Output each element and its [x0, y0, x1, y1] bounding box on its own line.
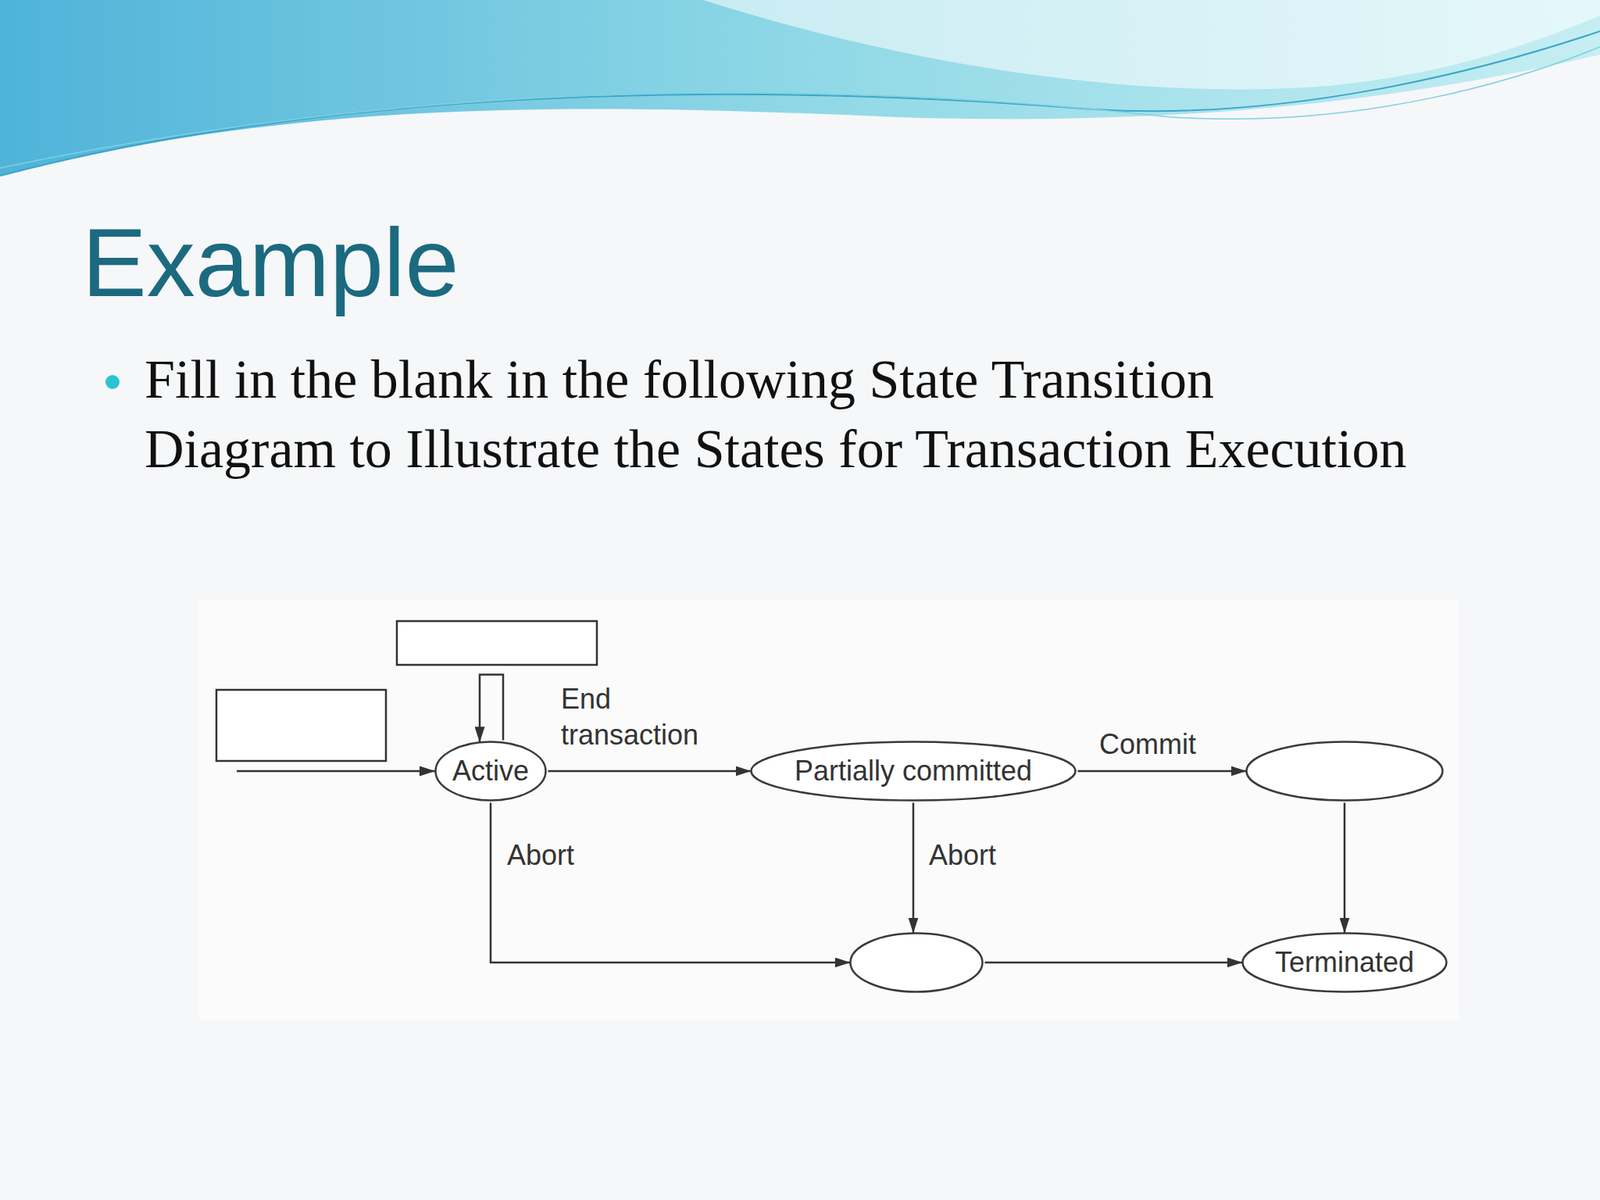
header-swoosh [703, 0, 1600, 90]
ellipse-border [435, 742, 547, 801]
transition-arrow [1078, 770, 1247, 773]
ellipse-outline [849, 932, 984, 993]
transition-label: Abort [504, 837, 577, 874]
transition-arrow [490, 803, 851, 964]
transition-arrow [548, 770, 752, 773]
ellipse-outline [1245, 740, 1444, 802]
state-name: Active [452, 754, 529, 788]
bullet-text: Fill in the blank in the following State… [144, 344, 1411, 484]
ellipse-border [751, 742, 1076, 801]
state-text-group: Partially committed [794, 754, 1033, 788]
ellipse-border [1246, 742, 1443, 801]
transition-arrow [479, 675, 504, 743]
ellipse-border [1242, 933, 1447, 993]
blank-box [216, 689, 386, 761]
header-line [0, 46, 1600, 168]
transition-label: Commit [1096, 726, 1199, 763]
slide-title: Example [82, 214, 459, 311]
diagram-panel [199, 600, 1460, 1021]
state-text-group: Terminated [1275, 946, 1415, 979]
state-name: Terminated [1275, 946, 1415, 979]
blank-box [396, 621, 597, 665]
state-name: Partially committed [794, 754, 1033, 788]
transition-arrow [912, 803, 915, 934]
start-arrow [236, 770, 436, 773]
state-ellipse: Active [434, 740, 547, 802]
header-line [0, 31, 1600, 176]
transition-arrow [1343, 803, 1347, 934]
transition-label: End transaction [558, 681, 701, 754]
ellipse-border [850, 933, 983, 993]
state-ellipse: Terminated [1241, 932, 1448, 993]
state-ellipse [849, 932, 984, 993]
transition-label: Abort [926, 837, 999, 874]
state-ellipse: Partially committed [750, 740, 1077, 802]
header-wave [0, 0, 1600, 176]
state-text-group: Active [452, 754, 529, 788]
state-ellipse [1245, 740, 1444, 802]
transition-arrow [985, 961, 1243, 965]
bullet-dot [105, 375, 120, 390]
